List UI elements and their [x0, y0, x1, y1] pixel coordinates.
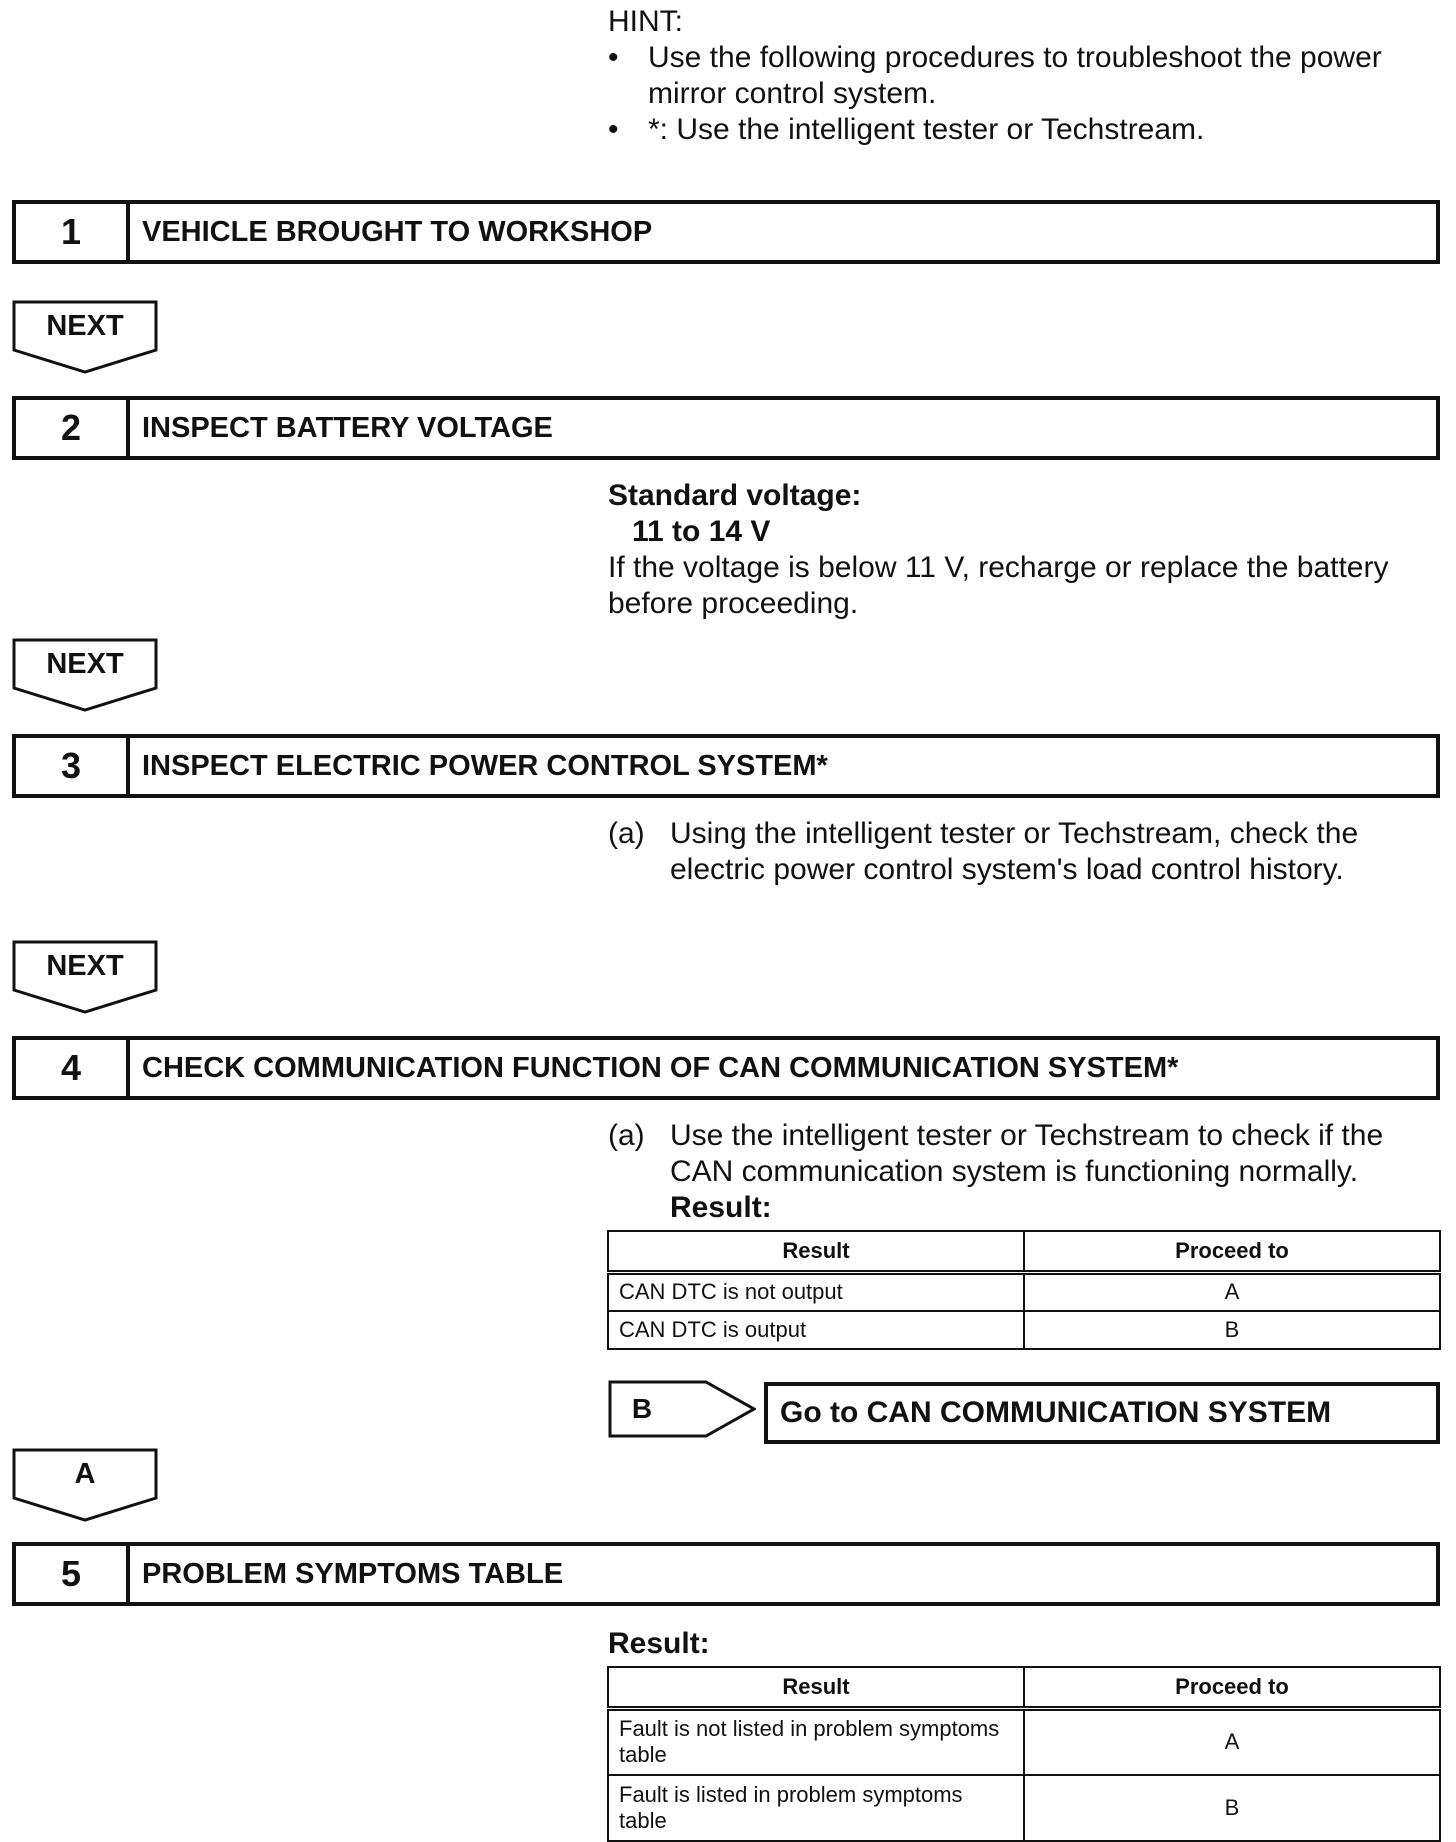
- step-title: INSPECT ELECTRIC POWER CONTROL SYSTEM*: [142, 749, 828, 782]
- table-row: CAN DTC is output B: [607, 1309, 1441, 1350]
- step-number: 3: [16, 738, 130, 794]
- bullet-icon: •: [608, 41, 619, 74]
- table-row: Fault is not listed in problem symptoms …: [607, 1707, 1441, 1776]
- down-arrow-icon: [12, 940, 158, 1014]
- down-arrow-icon: [12, 1448, 158, 1522]
- result-table: Result Proceed to Fault is not listed in…: [607, 1666, 1441, 1842]
- item-marker: (a): [608, 1119, 645, 1152]
- down-arrow-icon: [12, 300, 158, 374]
- standard-voltage-value: 11 to 14 V: [632, 515, 771, 548]
- table-cell: CAN DTC is output: [607, 1309, 1025, 1350]
- table-cell: B: [1023, 1309, 1441, 1350]
- table-cell: Fault is listed in problem symptoms tabl…: [607, 1773, 1025, 1842]
- arrow-label: NEXT: [46, 309, 124, 342]
- column-header: Proceed to: [1023, 1666, 1441, 1711]
- step-number: 1: [16, 204, 130, 260]
- hint-item: •Use the following procedures to trouble…: [608, 41, 1382, 110]
- branch-target-box: Go to CAN COMMUNICATION SYSTEM: [764, 1382, 1440, 1444]
- table-header-row: Result Proceed to: [607, 1666, 1441, 1711]
- arrow-label: NEXT: [46, 949, 124, 982]
- result-table: Result Proceed to CAN DTC is not output …: [607, 1230, 1441, 1350]
- arrow-label: A: [74, 1457, 96, 1490]
- step-header-1: 1 VEHICLE BROUGHT TO WORKSHOP: [12, 200, 1440, 264]
- step-number: 4: [16, 1040, 130, 1096]
- hint-title: HINT:: [608, 5, 683, 38]
- column-header: Proceed to: [1023, 1230, 1441, 1275]
- arrow-label: NEXT: [46, 647, 124, 680]
- column-header: Result: [607, 1230, 1025, 1275]
- next-arrow: NEXT: [12, 300, 158, 376]
- table-cell: A: [1023, 1707, 1441, 1776]
- step-title: VEHICLE BROUGHT TO WORKSHOP: [142, 215, 653, 248]
- step-title: PROBLEM SYMPTOMS TABLE: [142, 1557, 564, 1590]
- item-marker: (a): [608, 817, 645, 850]
- table-cell: A: [1023, 1271, 1441, 1312]
- step-header-4: 4 CHECK COMMUNICATION FUNCTION OF CAN CO…: [12, 1036, 1440, 1100]
- step-header-5: 5 PROBLEM SYMPTOMS TABLE: [12, 1542, 1440, 1606]
- next-arrow: NEXT: [12, 638, 158, 714]
- hint-list: •Use the following procedures to trouble…: [608, 40, 1448, 148]
- next-arrow: NEXT: [12, 940, 158, 1016]
- table-header-row: Result Proceed to: [607, 1230, 1441, 1275]
- item-text: Using the intelligent tester or Techstre…: [670, 817, 1359, 886]
- step-title: INSPECT BATTERY VOLTAGE: [142, 411, 553, 444]
- step-title: CHECK COMMUNICATION FUNCTION OF CAN COMM…: [142, 1051, 1179, 1084]
- next-arrow: A: [12, 1448, 158, 1524]
- step-header-2: 2 INSPECT BATTERY VOLTAGE: [12, 396, 1440, 460]
- table-cell: B: [1023, 1773, 1441, 1842]
- step-header-3: 3 INSPECT ELECTRIC POWER CONTROL SYSTEM*: [12, 734, 1440, 798]
- table-cell: CAN DTC is not output: [607, 1271, 1025, 1312]
- item-text: Use the intelligent tester or Techstream…: [670, 1119, 1384, 1188]
- result-label: Result:: [608, 1627, 710, 1660]
- table-row: Fault is listed in problem symptoms tabl…: [607, 1773, 1441, 1842]
- step-number: 5: [16, 1546, 130, 1602]
- bullet-icon: •: [608, 113, 619, 146]
- hint-item: •*: Use the intelligent tester or Techst…: [608, 113, 1205, 146]
- result-label: Result:: [670, 1191, 772, 1224]
- down-arrow-icon: [12, 638, 158, 712]
- branch-arrow: B: [608, 1380, 758, 1438]
- right-arrow-icon: [608, 1380, 758, 1438]
- branch-label: B: [631, 1393, 653, 1424]
- table-cell: Fault is not listed in problem symptoms …: [607, 1707, 1025, 1776]
- standard-voltage-label: Standard voltage:: [608, 479, 862, 512]
- table-row: CAN DTC is not output A: [607, 1271, 1441, 1312]
- battery-note: If the voltage is below 11 V, recharge o…: [608, 551, 1389, 620]
- column-header: Result: [607, 1666, 1025, 1711]
- step-number: 2: [16, 400, 130, 456]
- hint-section: HINT: •Use the following procedures to t…: [608, 4, 1448, 148]
